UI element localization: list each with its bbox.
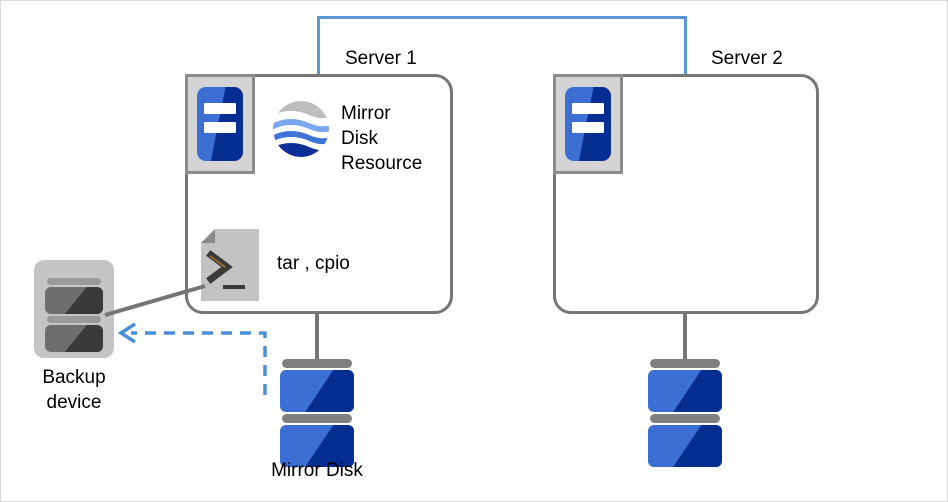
disk-shading bbox=[673, 425, 722, 467]
server-icon-bar-top bbox=[572, 103, 604, 114]
globe-icon bbox=[273, 101, 329, 157]
server-1-icon bbox=[185, 74, 255, 174]
disk-platter-upper bbox=[648, 370, 722, 412]
server-icon-bar-bottom bbox=[204, 122, 236, 133]
disk-band-top bbox=[47, 278, 101, 285]
backup-flow-arrow bbox=[117, 322, 267, 395]
disk-band-top bbox=[282, 359, 352, 368]
disk-band-middle bbox=[650, 414, 720, 423]
interconnect-drop-server1 bbox=[317, 16, 320, 76]
server-1-label: Server 1 bbox=[345, 48, 417, 69]
disk-platter-upper bbox=[45, 287, 103, 314]
server-icon-bar-bottom bbox=[572, 122, 604, 133]
backup-device-icon bbox=[34, 260, 114, 358]
server-icon-body bbox=[565, 87, 611, 161]
server-icon-body bbox=[197, 87, 243, 161]
disk-band-top bbox=[650, 359, 720, 368]
server2-disk-connector bbox=[683, 314, 687, 362]
server-icon-bar-top bbox=[204, 103, 236, 114]
script-icon bbox=[201, 229, 259, 301]
mirror-disk-resource-label: Mirror Disk Resource bbox=[341, 103, 423, 174]
disk-shading bbox=[64, 287, 103, 314]
disk-band-middle bbox=[282, 414, 352, 423]
disk-band-middle bbox=[47, 316, 101, 323]
mirror-disk-1 bbox=[280, 359, 354, 469]
server-2-label: Server 2 bbox=[711, 48, 783, 69]
mirror-disk-2 bbox=[648, 359, 722, 469]
disk-shading bbox=[305, 370, 354, 412]
disk-platter-lower bbox=[280, 425, 354, 467]
disk-shading bbox=[673, 370, 722, 412]
backup-disk-stack bbox=[45, 278, 103, 354]
disk-platter-lower bbox=[648, 425, 722, 467]
server-2-icon bbox=[553, 74, 623, 174]
mirror-disk-label: Mirror Disk bbox=[271, 460, 363, 481]
disk-platter-lower bbox=[45, 325, 103, 352]
disk-platter-upper bbox=[280, 370, 354, 412]
interconnect-horizontal-line bbox=[317, 16, 687, 19]
command-to-backup-line bbox=[104, 284, 206, 317]
interconnect-drop-server2 bbox=[684, 16, 687, 76]
backup-command-label: tar , cpio bbox=[277, 253, 350, 274]
disk-shading bbox=[64, 325, 103, 352]
backup-device-label: Backup device bbox=[42, 367, 106, 413]
server1-disk-connector bbox=[315, 314, 319, 362]
